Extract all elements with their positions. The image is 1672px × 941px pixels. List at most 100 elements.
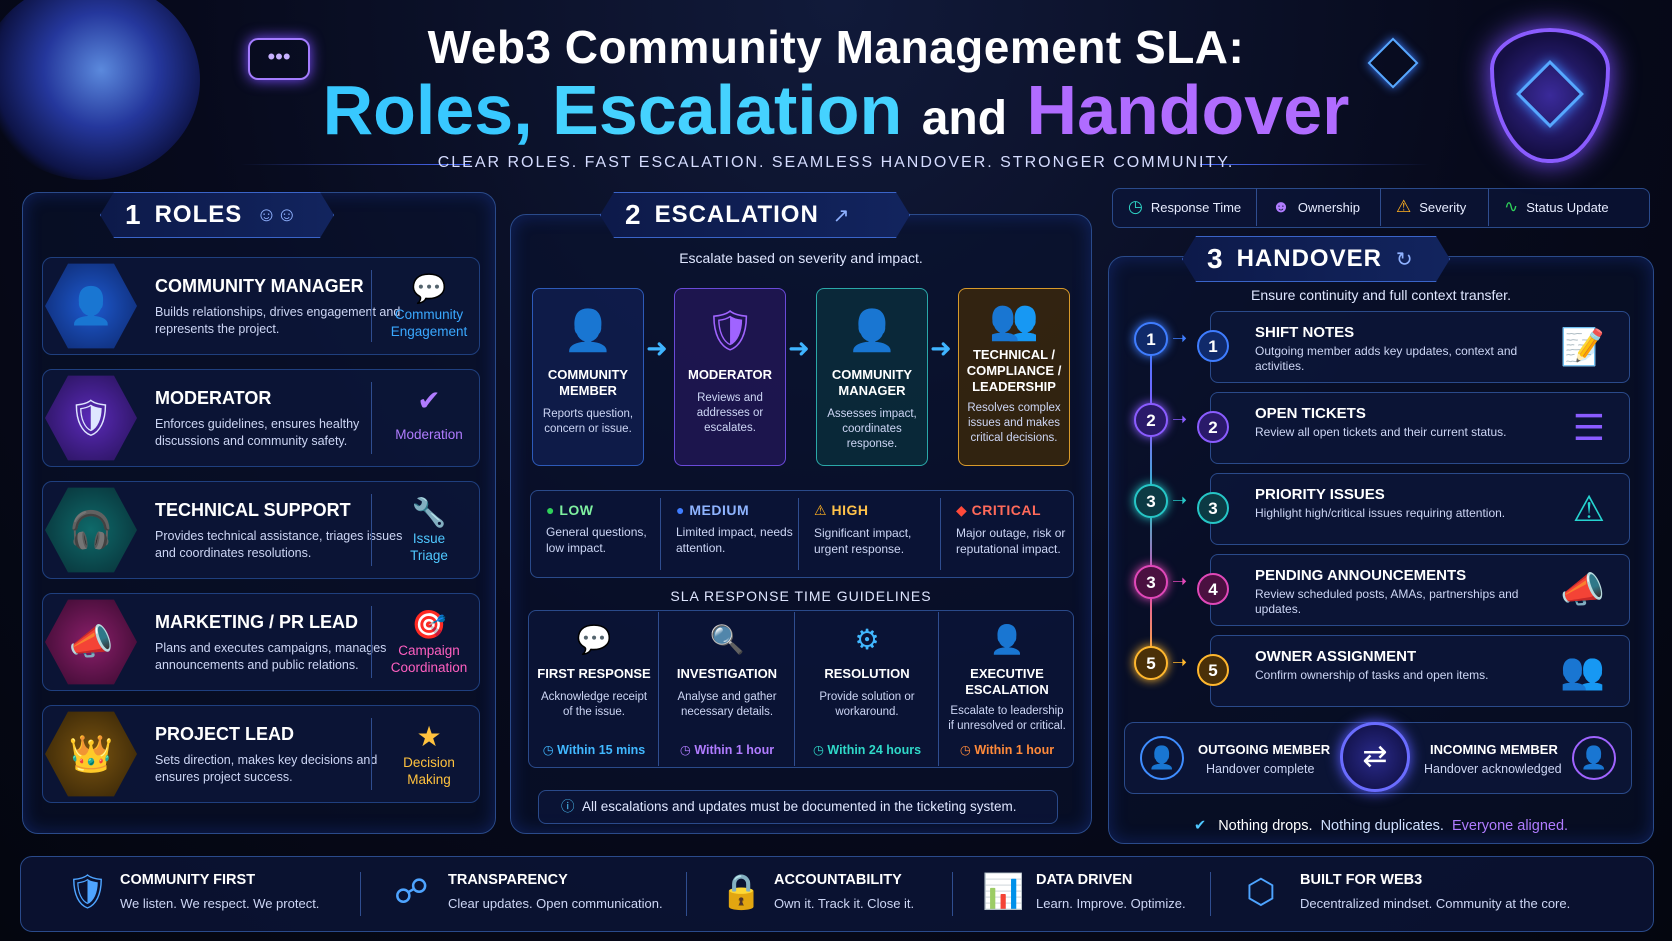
timeline-step-number: 2 <box>1134 403 1168 437</box>
role-card-technical-support: 🎧 TECHNICAL SUPPORT Provides technical a… <box>42 481 480 579</box>
step-number: 1 <box>1197 330 1229 362</box>
role-title: PROJECT LEAD <box>155 724 295 744</box>
flow-title: LEADERSHIP <box>972 379 1056 394</box>
section-title: ESCALATION <box>654 201 819 228</box>
role-tag: 🎯 Campaign Coordination <box>381 608 477 676</box>
legend-label: Ownership <box>1297 199 1361 215</box>
handover-step-priority-issues: 3 PRIORITY ISSUES Highlight high/critica… <box>1197 473 1630 545</box>
role-card-project-lead: 👑 PROJECT LEAD Sets direction, makes key… <box>42 705 480 803</box>
handover-step-pending-announcements: 4 PENDING ANNOUNCEMENTS Review scheduled… <box>1197 554 1630 626</box>
sla-first-response: 💬 FIRST RESPONSE Acknowledge receipt of … <box>530 610 658 768</box>
footer-bar <box>20 856 1654 932</box>
role-description: Enforces guidelines, ensures healthy dis… <box>155 417 360 448</box>
footer-item-built-for-web3: ⬡ BUILT FOR WEB3 Decentralized mindset. … <box>1246 868 1626 924</box>
divider <box>371 606 372 678</box>
legend-item-severity: ⚠Severity <box>1380 188 1488 226</box>
severity-description: Major outage, risk or reputational impac… <box>956 526 1066 556</box>
legend-label: Status Update <box>1526 199 1609 215</box>
severity-description: Limited impact, needs attention. <box>676 525 793 555</box>
role-tag-label: Triage <box>410 548 448 563</box>
sla-description: Acknowledge receipt of the issue. <box>540 691 648 718</box>
warning-icon: ⚠ <box>1572 488 1605 529</box>
team-icon: 👥 <box>989 298 1039 342</box>
role-description: Builds relationships, drives engagement … <box>155 305 401 336</box>
severity-label: HIGH <box>831 502 869 518</box>
chat-icon: 💬 <box>576 624 612 655</box>
severity-high: ⚠ HIGH Significant impact, urgent respon… <box>800 490 938 578</box>
role-tag-label: Coordination <box>390 660 468 675</box>
shield-check-icon: 🛡 <box>66 873 110 911</box>
handover-step-open-tickets: 2 OPEN TICKETS Review all open tickets a… <box>1197 392 1630 464</box>
incoming-desc: Handover acknowledged <box>1424 762 1562 776</box>
flow-description: Reviews and addresses or escalates. <box>696 392 764 434</box>
wrench-icon: 🔧 <box>411 497 447 528</box>
chat-bubble-icon: ••• <box>248 38 310 80</box>
warning-icon: ⚠ <box>814 502 828 518</box>
footer-title: COMMUNITY FIRST <box>120 872 256 888</box>
info-icon: ⓘ <box>561 799 575 814</box>
sla-description: Escalate to leadership if unresolved or … <box>948 705 1066 732</box>
sla-time: Within 24 hours <box>827 743 922 757</box>
incoming-user-icon: 👤 <box>1572 736 1616 780</box>
flow-title: MEMBER <box>559 383 617 398</box>
footer-item-community-first: 🛡 COMMUNITY FIRST We listen. We respect.… <box>66 868 356 924</box>
step-title: OPEN TICKETS <box>1255 405 1366 422</box>
divider <box>794 612 795 766</box>
role-tag-label: Issue <box>412 531 446 546</box>
footer-description: Learn. Improve. Optimize. <box>1036 896 1186 911</box>
green-dot-icon: ● <box>546 502 555 518</box>
ticket-list-icon: ☰ <box>1572 407 1605 448</box>
arrow-right-icon: ➝ <box>1172 652 1188 672</box>
sla-heading: SLA RESPONSE TIME GUIDELINES <box>670 588 932 604</box>
step-title: SHIFT NOTES <box>1255 324 1355 341</box>
severity-critical: ◆ CRITICAL Major outage, risk or reputat… <box>942 490 1074 578</box>
arrow-right-icon: ➜ <box>646 333 668 363</box>
role-tag-label: Community <box>394 307 464 322</box>
sla-title: ESCALATION <box>965 682 1049 697</box>
divider <box>371 494 372 566</box>
timeline-step-number: 5 <box>1134 646 1168 680</box>
timeline-step-number: 3 <box>1134 484 1168 518</box>
sla-title: EXECUTIVE <box>970 666 1044 681</box>
lock-icon: 🔒 <box>720 873 763 911</box>
role-card-marketing-pr-lead: 📣 MARKETING / PR LEAD Plans and executes… <box>42 593 480 691</box>
section-number: 3 <box>1207 243 1223 274</box>
legend-item-ownership: ☻Ownership <box>1256 188 1380 226</box>
divider <box>660 498 661 570</box>
section-number: 1 <box>125 199 141 230</box>
bar-chart-icon: 📊 <box>982 873 1025 911</box>
flow-description: Assesses impact, coordinates response. <box>827 408 917 450</box>
megaphone-icon: 📣 <box>45 599 137 685</box>
divider <box>371 382 372 454</box>
divider <box>1256 188 1257 226</box>
outgoing-desc: Handover complete <box>1206 762 1315 776</box>
footer-description: We listen. We respect. We protect. <box>120 896 320 911</box>
legend <box>1112 188 1650 228</box>
role-tag-label: Making <box>407 772 451 787</box>
arrow-right-icon: ➜ <box>788 333 810 363</box>
footer-description: Clear updates. Open communication. <box>448 896 663 911</box>
role-title: MARKETING / PR LEAD <box>155 612 359 632</box>
role-description: Provides technical assistance, triages i… <box>155 529 403 560</box>
divider <box>952 872 953 916</box>
documentation-note: ⓘ All escalations and updates must be do… <box>538 790 1058 824</box>
footer-description: Decentralized mindset. Community at the … <box>1300 896 1571 911</box>
blue-dot-icon: ● <box>676 502 685 518</box>
swap-icon[interactable]: ⇄ <box>1340 722 1410 792</box>
section-number: 2 <box>625 199 641 230</box>
flow-title: TECHNICAL / <box>972 347 1056 362</box>
headset-icon: 🎧 <box>45 487 137 573</box>
shield-icon: 🛡 <box>704 309 756 353</box>
divider <box>798 498 799 570</box>
step-description: Review all open tickets and their curren… <box>1255 425 1507 439</box>
footer-title: ACCOUNTABILITY <box>774 872 902 888</box>
divider <box>686 872 687 916</box>
roles-section-header: 1 ROLES ☺☺ <box>100 192 334 238</box>
globe-illustration <box>0 0 200 180</box>
handover-section-header: 3 HANDOVER ↻ <box>1182 236 1450 282</box>
handover-step-owner-assignment: 5 OWNER ASSIGNMENT Confirm ownership of … <box>1197 635 1630 707</box>
role-tag: 💬 Community Engagement <box>381 272 477 340</box>
crown-icon: 👑 <box>45 711 137 797</box>
